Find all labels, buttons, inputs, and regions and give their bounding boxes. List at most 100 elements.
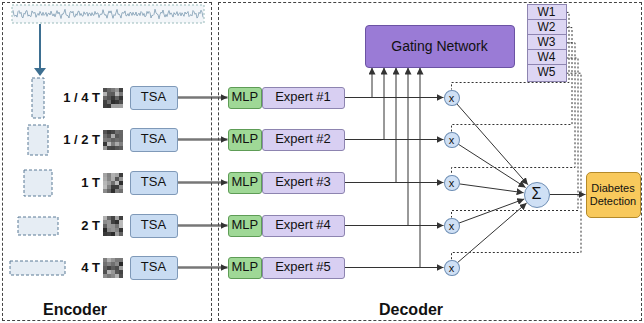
flow-arrow xyxy=(345,68,409,226)
box-label: x xyxy=(449,92,455,105)
spectrogram-cell xyxy=(115,88,119,92)
spectrogram-squares xyxy=(103,88,123,278)
spectrogram-cell xyxy=(115,220,119,224)
flow-arrow xyxy=(178,224,228,227)
flow-arrow xyxy=(458,203,527,263)
box-label: x xyxy=(449,220,455,233)
spectrogram-cell xyxy=(115,100,119,104)
mlp-box: MLP xyxy=(228,257,263,279)
box-label: Expert #2 xyxy=(275,132,331,147)
segment-quad xyxy=(10,261,65,275)
box-label: Expert #3 xyxy=(275,175,331,190)
box-label: TSA xyxy=(141,260,166,275)
spectrogram-cell xyxy=(111,266,115,270)
mlp-box: MLP xyxy=(228,87,263,109)
flow-arrow xyxy=(457,104,528,185)
flow-arrow xyxy=(459,199,524,223)
multiply-circle: x xyxy=(444,175,460,192)
spectrogram-cell xyxy=(119,189,123,193)
spectrogram-cell xyxy=(115,104,119,108)
spectrogram-cell xyxy=(103,177,107,181)
spectrogram-cell xyxy=(119,232,123,236)
panel-title: Encoder xyxy=(43,301,107,319)
spectrogram-cell xyxy=(119,142,123,146)
spectrogram-cell xyxy=(111,262,115,266)
box-label: W4 xyxy=(538,51,556,65)
spectrogram-cell xyxy=(103,100,107,104)
spectrogram-cell xyxy=(119,185,123,189)
spectrogram-cell xyxy=(119,130,123,134)
waveform xyxy=(13,9,203,19)
box-label: Expert #4 xyxy=(275,218,331,233)
spectrogram-cell xyxy=(119,173,123,177)
spectrogram-cell xyxy=(103,216,107,220)
box-label: MLP xyxy=(232,260,259,275)
spectrogram-cell xyxy=(111,258,115,262)
spectrogram-cell xyxy=(107,232,111,236)
box-label: W5 xyxy=(538,66,556,80)
spectrogram-cell xyxy=(115,130,119,134)
spectrogram-cell xyxy=(111,104,115,108)
tsa-box: TSA xyxy=(130,256,178,280)
box-label: Gating Network xyxy=(391,38,487,54)
spectrogram-cell xyxy=(115,138,119,142)
spectrogram-cell xyxy=(119,96,123,100)
tsa-box: TSA xyxy=(130,214,178,238)
scale-label: 1 T xyxy=(20,175,100,190)
segment-one xyxy=(24,170,52,196)
spectrogram-cell xyxy=(111,130,115,134)
box-label: TSA xyxy=(141,90,166,105)
box-label: MLP xyxy=(232,90,259,105)
tsa-box: TSA xyxy=(130,128,178,152)
spectrogram-cell xyxy=(107,220,111,224)
spectrogram-cell xyxy=(119,270,123,274)
output-box: Diabetes Detection xyxy=(586,172,641,218)
spectrogram-cell xyxy=(111,96,115,100)
spectrogram-cell xyxy=(115,258,119,262)
box-label: TSA xyxy=(141,175,166,190)
flow-arrow xyxy=(178,96,228,99)
spectrogram-cell xyxy=(107,266,111,270)
box-label: x xyxy=(449,177,455,190)
flow-arrow xyxy=(178,181,228,184)
spectrogram-cell xyxy=(107,228,111,232)
spectrogram-cell xyxy=(119,266,123,270)
spectrogram-cell xyxy=(115,181,119,185)
multiply-circle: x xyxy=(444,90,460,107)
spectrogram-cell xyxy=(107,100,111,104)
spectrogram-cell xyxy=(107,224,111,228)
box-label: Expert #1 xyxy=(275,90,331,105)
spectrogram-cell xyxy=(103,220,107,224)
spectrogram-cell xyxy=(103,92,107,96)
box-label: W2 xyxy=(538,21,556,35)
flow-arrow xyxy=(178,138,228,141)
expert-box: Expert #1 xyxy=(262,87,345,109)
box-label: MLP xyxy=(232,218,259,233)
weight-box: W5 xyxy=(527,64,567,82)
waveform-frame xyxy=(12,5,204,23)
decoder-panel: DecoderGating NetworkW1W2W3W4W5MLPMLPMLP… xyxy=(218,2,642,321)
spectrogram-cell xyxy=(111,181,115,185)
flow-arrow xyxy=(345,68,397,183)
spectrogram-cell xyxy=(111,142,115,146)
flow-arrow xyxy=(345,68,373,98)
spectrogram-cell xyxy=(107,189,111,193)
spectrogram-cell xyxy=(115,177,119,181)
spectrogram-cell xyxy=(103,224,107,228)
box-label: TSA xyxy=(141,218,166,233)
spectrogram-cell xyxy=(119,88,123,92)
spectrogram-cell xyxy=(111,100,115,104)
expert-box: Expert #3 xyxy=(262,172,345,194)
spectrogram-cell xyxy=(111,138,115,142)
flow-arrow xyxy=(178,266,228,269)
spectrogram-cell xyxy=(119,104,123,108)
spectrogram-cell xyxy=(119,216,123,220)
spectrogram-cell xyxy=(115,274,119,278)
flow-arrow xyxy=(459,184,523,193)
spectrogram-cell xyxy=(111,189,115,193)
spectrogram-cell xyxy=(119,258,123,262)
spectrogram-cell xyxy=(115,185,119,189)
spectrogram-cell xyxy=(107,142,111,146)
spectrogram-cell xyxy=(107,177,111,181)
spectrogram-cell xyxy=(107,216,111,220)
